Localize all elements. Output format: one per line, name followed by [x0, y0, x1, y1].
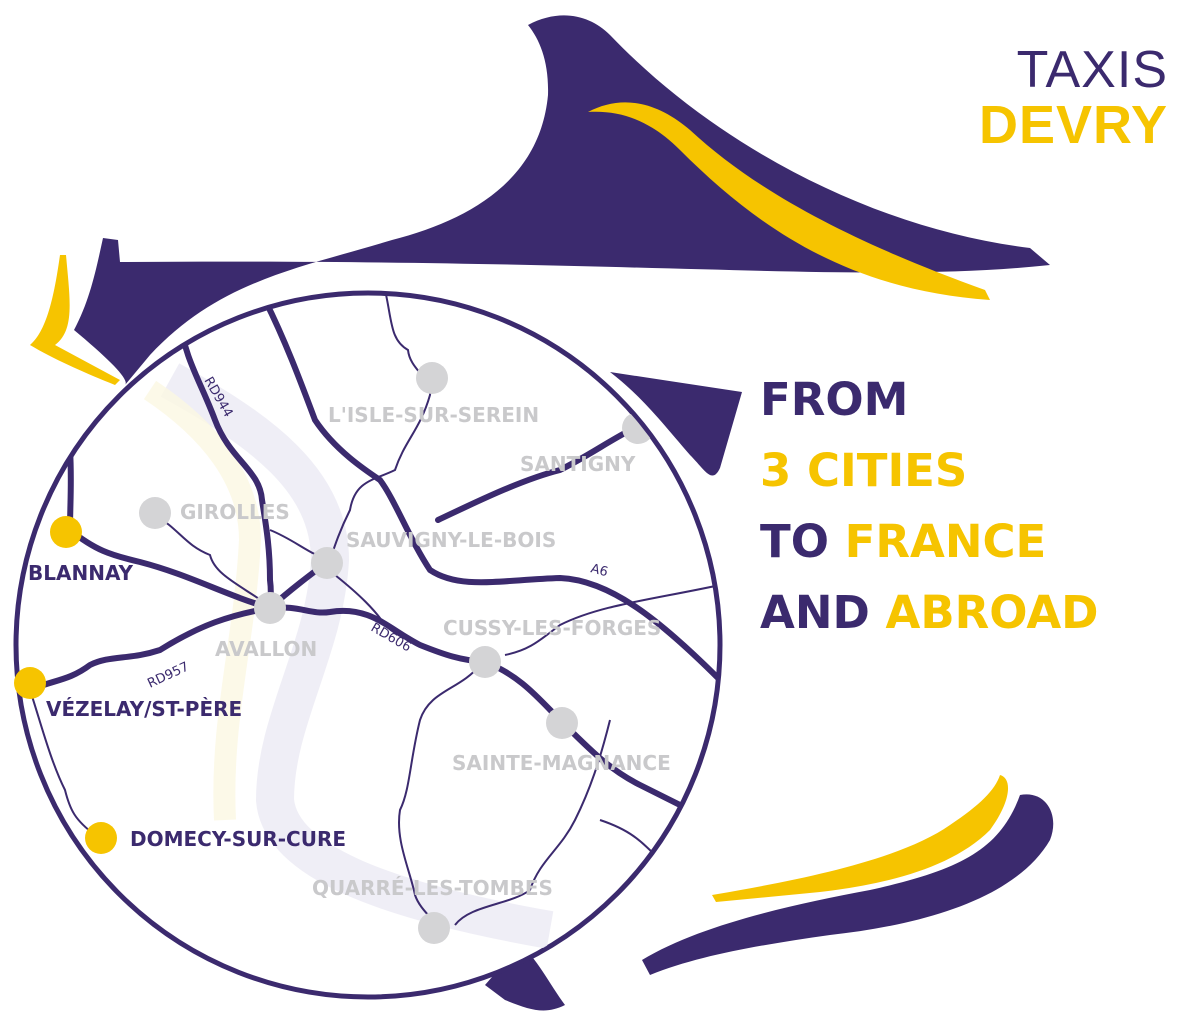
slogan-line-2: 3 CITIES [760, 444, 968, 497]
brand-logo: TAXIS DEVRY [979, 44, 1168, 152]
city-dots-departure [14, 516, 117, 854]
brand-line-taxis: TAXIS [1016, 41, 1168, 99]
city-dots-inactive [139, 362, 654, 944]
map-circle [13, 290, 723, 1000]
brand-line-devry: DEVRY [978, 95, 1168, 155]
city-sainte-magnance: SAINTE-MAGNANCE [452, 751, 671, 775]
slogan: FROM 3 CITIES TO FRANCE AND ABROAD [760, 364, 1099, 648]
accent-strokes [30, 102, 1009, 902]
slogan-france: FRANCE [844, 515, 1047, 568]
slogan-abroad: ABROAD [885, 586, 1099, 639]
slogan-line-3: TO FRANCE [760, 506, 1099, 577]
slogan-line-4: AND ABROAD [760, 577, 1099, 648]
city-girolles: GIROLLES [180, 500, 290, 524]
city-vezelay-st-pere: VÉZELAY/ST-PÈRE [46, 697, 242, 721]
slogan-and: AND [760, 586, 886, 639]
france-outline [74, 15, 1054, 1011]
city-lisle-sur-serein: L'ISLE-SUR-SEREIN [328, 403, 539, 427]
city-cussy-les-forges: CUSSY-LES-FORGES [443, 616, 661, 640]
city-santigny: SANTIGNY [520, 452, 636, 476]
city-quarre-les-tombes: QUARRÉ-LES-TOMBES [312, 876, 553, 900]
road-label-a6: A6 [589, 561, 609, 580]
river-band [160, 363, 554, 949]
slogan-line-1: FROM [760, 373, 909, 426]
city-avallon: AVALLON [215, 637, 317, 661]
city-sauvigny-le-bois: SAUVIGNY-LE-BOIS [346, 528, 556, 552]
city-domecy-sur-cure: DOMECY-SUR-CURE [130, 827, 346, 851]
city-blannay: BLANNAY [28, 561, 134, 585]
slogan-to: TO [760, 515, 845, 568]
